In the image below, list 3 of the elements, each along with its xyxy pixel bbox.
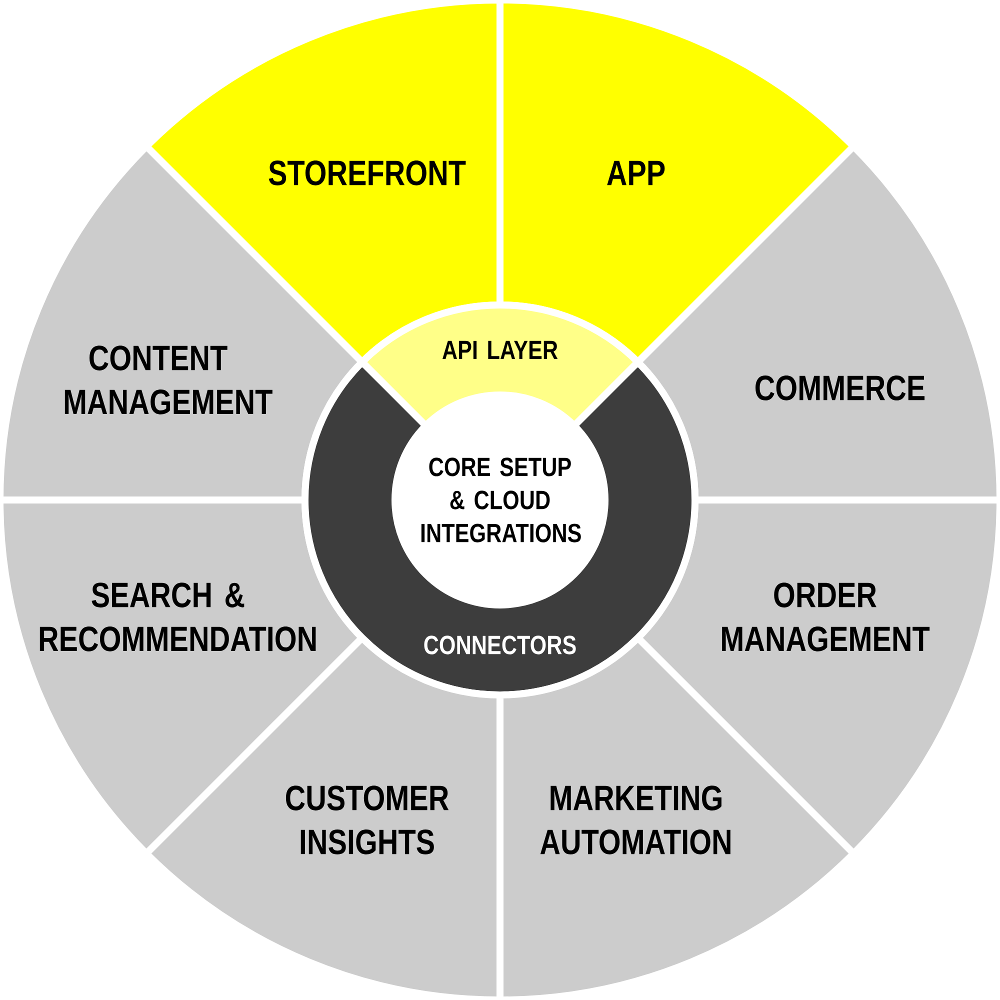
node-label: ORDER MANAGEMENT bbox=[722, 582, 930, 652]
node-label: CUSTOMER INSIGHTS bbox=[286, 786, 449, 854]
node-label: MARKETING AUTOMATION bbox=[540, 786, 730, 854]
